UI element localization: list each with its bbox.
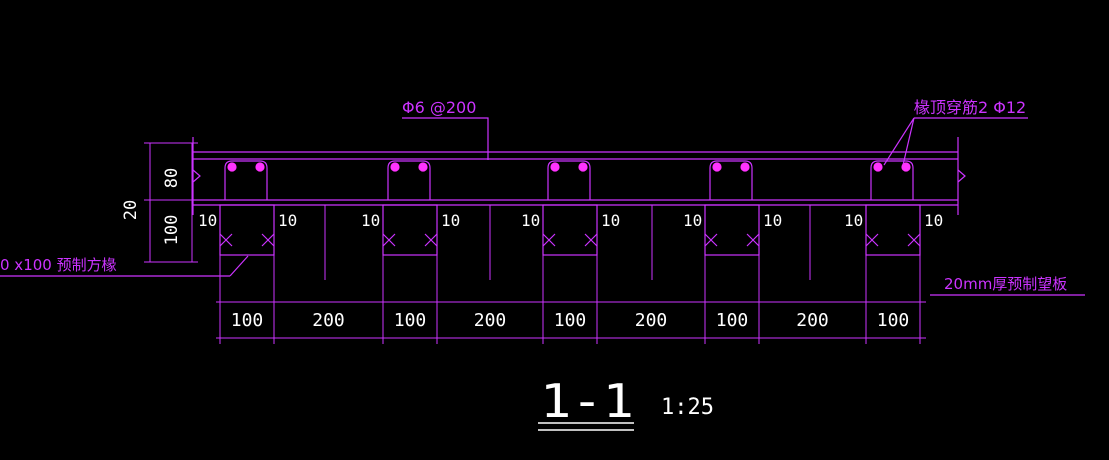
top-rebar-5a [873,162,883,172]
nail-4b [746,233,760,247]
section-scale: 1:25 [661,395,714,420]
nail-5b [907,233,921,247]
gap-label-2: 10 [278,211,297,230]
gap-label-3: 10 [361,211,380,230]
joist-2 [382,204,438,256]
top-rebar-3a [550,162,560,172]
dimension-lines [144,142,926,344]
gap-labels: 10 10 10 10 10 10 10 10 10 10 [198,211,943,230]
top-rebar-1b [255,162,265,172]
left-break-mark [192,169,201,183]
gap-label-1: 10 [198,211,217,230]
bottom-dim-label-6: 200 [635,310,668,331]
top-bar-leader-a [883,117,915,166]
stirrup-leader [402,117,489,160]
top-rebar-2a [390,162,400,172]
top-rebar-2b [418,162,428,172]
stirrup-4 [709,160,753,200]
nail-2a [382,233,396,247]
joist-leader-tip [229,255,249,277]
top-rebar-1a [227,162,237,172]
top-rebar-5b [901,162,911,172]
nail-1b [261,233,275,247]
joist-3 [542,204,598,256]
nail-5a [865,233,879,247]
top-rebar-4a [712,162,722,172]
joist-label: 0 x100 预制方椽 [0,256,117,274]
nail-1a [219,233,233,247]
bottom-dim-label-7: 100 [716,310,749,331]
gap-label-7: 10 [683,211,702,230]
bottom-dim-label-3: 100 [394,310,427,331]
joist-4 [704,204,760,256]
nail-4a [704,233,718,247]
top-bar-leader-b [902,117,915,166]
gap-label-6: 10 [601,211,620,230]
bottom-dim-labels: 100 200 100 200 100 200 100 200 100 [231,310,910,331]
dim-top-label: 80 [162,168,182,188]
nail-3a [542,233,556,247]
panel-label: 20mm厚预制望板 [944,275,1067,293]
joists-group [219,160,921,256]
section-title: 1-1 [540,374,634,428]
nail-3b [584,233,598,247]
bottom-dim-label-4: 200 [474,310,507,331]
gap-label-9: 10 [844,211,863,230]
bottom-dim-label-5: 100 [554,310,587,331]
top-bar-label: 椽顶穿筋2 Φ12 [914,98,1026,117]
nail-2b [424,233,438,247]
stirrup-label: Φ6 @200 [402,98,476,117]
stirrup-5 [870,160,914,200]
slab-structure [0,117,1085,296]
gap-label-4: 10 [441,211,460,230]
gap-label-8: 10 [763,211,782,230]
gap-label-10: 10 [924,211,943,230]
bottom-dim-label-8: 200 [796,310,829,331]
bottom-dim-label-2: 200 [312,310,345,331]
gap-label-5: 10 [521,211,540,230]
top-rebar-4b [740,162,750,172]
bottom-dim-label-9: 100 [877,310,910,331]
dim-overall-label: 20 [121,200,141,220]
stirrup-3 [547,160,591,200]
joist-5 [865,204,921,256]
top-rebar-3b [578,162,588,172]
bottom-dim-label-1: 100 [231,310,264,331]
stirrup-1 [224,160,268,200]
joist-1 [219,204,275,256]
stirrup-2 [387,160,431,200]
right-break-mark [957,169,966,183]
dim-bottom-label: 100 [162,215,182,246]
